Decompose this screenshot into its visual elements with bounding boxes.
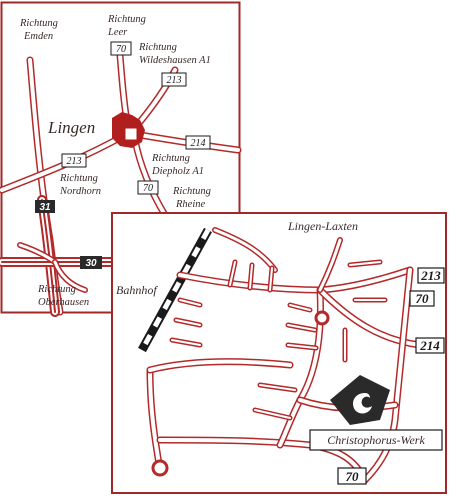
district-label-lingen-laxten: Lingen-Laxten (287, 219, 358, 233)
detail-map: 213 70 214 70 Christophorus-Werk Lingen-… (111, 212, 447, 494)
direction-diepholz-line1: Richtung (151, 153, 190, 164)
svg-text:70: 70 (116, 44, 126, 55)
svg-text:213: 213 (420, 268, 441, 283)
direction-diepholz-line2: Diepholz A1 (151, 166, 204, 177)
overview-labels: Lingen Richtung Emden Richtung Leer Rich… (19, 14, 211, 308)
road-shield-70-north: 70 (110, 41, 132, 56)
svg-text:70: 70 (416, 291, 430, 306)
svg-text:31: 31 (39, 202, 51, 213)
direction-oberhausen-line1: Richtung (37, 284, 76, 295)
lingen-city-marker (112, 112, 145, 148)
road-shield-70-detail-east: 70 (409, 290, 435, 307)
svg-text:30: 30 (85, 258, 97, 269)
direction-rheine-line1: Richtung (172, 186, 211, 197)
svg-text:213: 213 (167, 75, 182, 86)
road-shield-70-detail-south: 70 (337, 467, 367, 485)
road-shield-214-east: 214 (185, 135, 211, 150)
direction-nordhorn-line2: Nordhorn (59, 186, 101, 197)
direction-nordhorn-line1: Richtung (59, 173, 98, 184)
road-shield-213-detail: 213 (417, 267, 445, 284)
detail-roads (146, 227, 424, 484)
direction-emden-line2: Emden (23, 31, 53, 42)
direction-wildeshausen-line1: Richtung (138, 42, 177, 53)
road-shield-213-ne: 213 (161, 72, 187, 87)
direction-wildeshausen-line2: Wildeshausen A1 (139, 55, 211, 66)
direction-oberhausen-line2: Oberhausen (38, 297, 89, 308)
christophorus-werk-marker (330, 375, 390, 425)
railway-line (138, 227, 212, 353)
road-shield-213-west: 213 (61, 153, 87, 168)
direction-rheine-line2: Rheine (175, 199, 205, 210)
road-shield-70-south: 70 (137, 180, 159, 195)
motorway-shield-31: 31 (35, 200, 55, 213)
direction-emden-line1: Richtung (19, 18, 58, 29)
road-shield-214-detail: 214 (415, 337, 445, 354)
svg-text:213: 213 (67, 156, 82, 167)
station-label-bahnhof: Bahnhof (116, 283, 158, 297)
svg-text:70: 70 (143, 183, 153, 194)
direction-leer-line2: Leer (107, 27, 128, 38)
city-label-lingen: Lingen (47, 118, 95, 137)
svg-text:214: 214 (419, 338, 440, 353)
motorway-shield-30: 30 (80, 256, 102, 269)
svg-text:214: 214 (191, 138, 206, 149)
detail-labels: Lingen-Laxten Bahnhof (116, 219, 358, 297)
svg-text:70: 70 (346, 469, 360, 484)
detail-map-frame (111, 212, 447, 494)
overview-road-shields: 70 213 214 213 70 31 (35, 41, 211, 269)
destination-text: Christophorus-Werk (327, 433, 425, 447)
direction-leer-line1: Richtung (107, 14, 146, 25)
destination-label: Christophorus-Werk (309, 429, 443, 451)
detail-road-shields: 213 70 214 70 (337, 267, 445, 485)
